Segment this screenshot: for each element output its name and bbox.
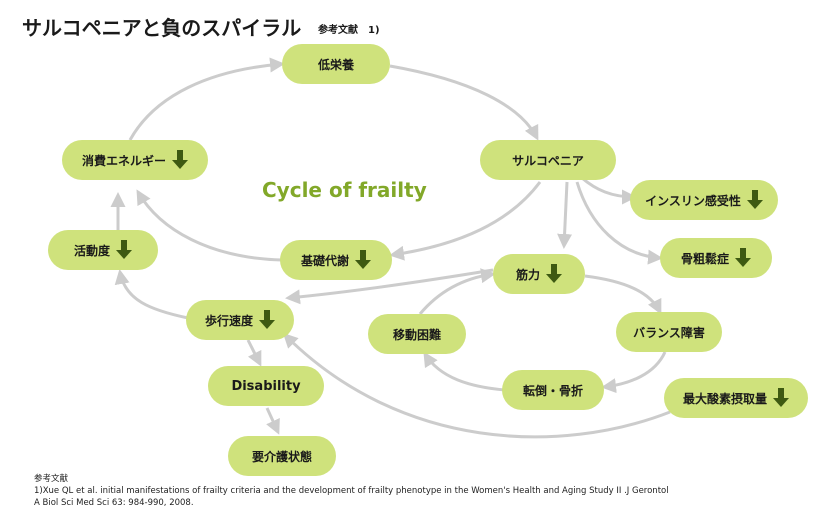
node-label: 移動困難 <box>392 327 441 342</box>
down-arrow-icon <box>172 150 188 170</box>
node-shouhi: 消費エネルギー <box>62 140 208 180</box>
edge-sarcopenia-kiso <box>389 181 542 261</box>
node-kotsu-sosho: 骨粗鬆症 <box>660 238 772 278</box>
edge-shouhi-teieiyo <box>128 57 285 141</box>
node-label: 低栄養 <box>317 57 354 72</box>
cycle-label: Cycle of frailty <box>262 178 427 202</box>
node-label: 消費エネルギー <box>81 153 166 168</box>
edge-hokou-katsudou <box>114 269 189 320</box>
edge-sarcopenia-kotsu <box>575 181 663 265</box>
edge-idou-kinryoku <box>418 268 496 315</box>
edge-sarcopenia-insulin <box>581 176 637 205</box>
edge-balance-tentou <box>601 351 667 394</box>
edge-tentou-idou <box>423 351 506 392</box>
node-label: 筋力 <box>515 267 540 282</box>
edge-kinryoku-hokou <box>285 268 494 305</box>
reference-block: 参考文献 1)Xue QL et al. initial manifestati… <box>34 473 669 509</box>
node-label: 歩行速度 <box>204 313 253 328</box>
down-arrow-icon <box>259 310 275 330</box>
down-arrow-icon <box>773 388 789 408</box>
node-idou: 移動困難 <box>368 314 466 354</box>
edge-disability-youkaigo <box>265 407 280 435</box>
down-arrow-icon <box>746 190 763 210</box>
node-label: 基礎代謝 <box>300 253 349 268</box>
node-kinryoku: 筋力 <box>493 254 585 294</box>
node-label: 骨粗鬆症 <box>680 251 729 266</box>
node-teieiyo: 低栄養 <box>282 44 390 84</box>
node-label: 要介護状態 <box>251 449 312 464</box>
edge-kinryoku-balance <box>584 274 662 315</box>
node-label: インスリン感受性 <box>645 193 741 208</box>
node-label: バランス障害 <box>633 325 705 340</box>
edge-teieiyo-sarcopenia <box>389 64 539 141</box>
reference-line-2: A Biol Sci Med Sci 63: 984-990, 2008. <box>34 498 194 508</box>
down-arrow-icon <box>116 240 132 260</box>
node-label: Disability <box>231 378 301 394</box>
node-katsudou: 活動度 <box>48 230 158 270</box>
reference-heading: 参考文献 <box>34 474 69 484</box>
edge-hokou-disability <box>246 339 262 367</box>
edge-kiso-shouhi <box>136 189 283 262</box>
node-label: サルコペニア <box>512 153 584 168</box>
title-reference: 参考文献 1) <box>318 25 380 36</box>
node-balance: バランス障害 <box>616 312 722 352</box>
node-saidai: 最大酸素摂取量 <box>664 378 808 418</box>
page-title: サルコペニアと負のスパイラル <box>22 16 302 40</box>
reference-line-1: 1)Xue QL et al. initial manifestations o… <box>34 486 669 496</box>
down-arrow-icon <box>735 248 751 268</box>
node-hokou: 歩行速度 <box>186 300 294 340</box>
node-youkaigo: 要介護状態 <box>228 436 336 476</box>
node-label: 最大酸素摂取量 <box>682 391 767 406</box>
down-arrow-icon <box>546 264 562 284</box>
node-label: 活動度 <box>73 243 110 258</box>
node-kiso-taisha: 基礎代謝 <box>280 240 392 280</box>
node-disability: Disability <box>208 366 324 406</box>
edge-sarcopenia-kinryoku <box>557 181 573 249</box>
node-label: 転倒・骨折 <box>522 383 583 398</box>
node-insulin: インスリン感受性 <box>630 180 778 220</box>
node-tentou: 転倒・骨折 <box>502 370 604 410</box>
edge-saidai-hokou <box>282 332 671 439</box>
down-arrow-icon <box>355 250 371 270</box>
node-sarcopenia: サルコペニア <box>480 140 616 180</box>
